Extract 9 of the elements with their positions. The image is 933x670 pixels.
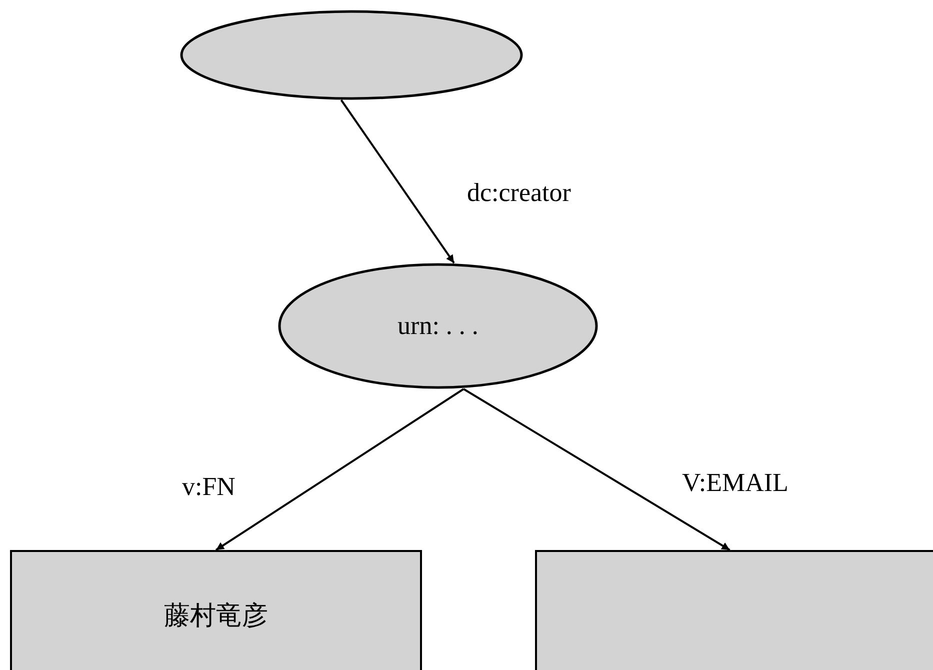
node-label: 藤村竜彦	[164, 600, 268, 632]
arrow	[340, 99, 455, 264]
ellipse-node	[180, 10, 523, 100]
arrow	[463, 388, 730, 551]
value-box	[535, 550, 933, 670]
arrow	[215, 388, 464, 551]
ellipse-node	[278, 263, 598, 389]
value-box	[10, 550, 422, 670]
node-label: urn: . . .	[398, 311, 478, 341]
